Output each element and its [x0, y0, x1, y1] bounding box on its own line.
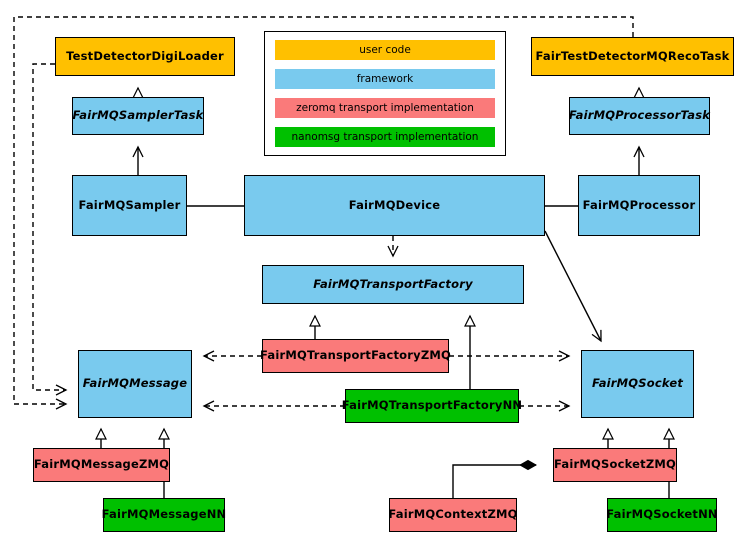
edge-contextzmq-socketzmq [452, 465, 536, 498]
class-node-label: FairMQTransportFactory [313, 276, 473, 291]
class-node-fairmqdevice[interactable]: FairMQDevice [244, 175, 545, 236]
class-node-label: FairMQSocketZMQ [554, 457, 676, 472]
class-node-label: FairMQSocket [591, 376, 684, 391]
class-node-fairmqprocessor[interactable]: FairMQProcessor [578, 175, 700, 236]
legend-label-zeromq: zeromq transport implementation [296, 102, 474, 114]
class-node-label: FairMQContextZMQ [388, 507, 518, 522]
legend-label-nanomsg: nanomsg transport implementation [291, 131, 479, 143]
class-node-fairmqmessagezmq[interactable]: FairMQMessageZMQ [33, 448, 170, 482]
legend-label-user-code: user code [359, 44, 411, 56]
class-node-label: FairMQSamplerTask [72, 108, 204, 123]
class-node-label: FairMQMessage [82, 376, 188, 391]
class-node-fairmqprocessortask[interactable]: FairMQProcessorTask [569, 97, 710, 135]
legend-item-framework: framework [275, 69, 495, 89]
class-node-fairmqmessage[interactable]: FairMQMessage [78, 350, 192, 418]
legend-label-framework: framework [356, 73, 414, 85]
class-node-fairmqmessagenn[interactable]: FairMQMessageNN [102, 498, 226, 532]
legend-item-zeromq: zeromq transport implementation [275, 98, 495, 118]
class-node-fairmqsamplertask[interactable]: FairMQSamplerTask [72, 97, 204, 135]
class-node-label: FairMQProcessor [582, 197, 696, 212]
class-node-label: FairTestDetectorMQRecoTask [535, 48, 730, 63]
class-node-fairmqsocketnn[interactable]: FairMQSocketNN [606, 498, 718, 532]
class-node-fairmqtransportfactory[interactable]: FairMQTransportFactory [262, 265, 524, 304]
class-node-fairmqsocketzmq[interactable]: FairMQSocketZMQ [553, 448, 677, 482]
class-node-fairmqtransportfactorynn[interactable]: FairMQTransportFactoryNN [342, 389, 522, 423]
class-node-fairmqsocket[interactable]: FairMQSocket [581, 350, 694, 418]
class-node-label: FairMQSocketNN [606, 507, 718, 522]
edge-digiloader-message [32, 63, 68, 396]
class-node-label: FairMQTransportFactoryNN [341, 398, 523, 413]
class-node-label: FairMQSampler [78, 197, 181, 212]
class-node-label: FairMQMessageNN [101, 507, 227, 522]
class-node-label: TestDetectorDigiLoader [66, 48, 224, 63]
class-node-fairmqsampler[interactable]: FairMQSampler [72, 175, 187, 236]
legend-item-user-code: user code [275, 40, 495, 60]
legend-box: user code framework zeromq transport imp… [264, 31, 506, 156]
class-node-fairmqtransportfactoryzmq[interactable]: FairMQTransportFactoryZMQ [260, 339, 451, 373]
class-node-testdetectordigiloader[interactable]: TestDetectorDigiLoader [55, 37, 235, 76]
edge-device-socket [544, 230, 602, 343]
class-node-fairtestdetectormqrecotask[interactable]: FairTestDetectorMQRecoTask [531, 37, 734, 76]
class-node-label: FairMQProcessorTask [568, 108, 711, 123]
class-node-fairmqcontextzmq[interactable]: FairMQContextZMQ [388, 498, 517, 532]
legend-item-nanomsg: nanomsg transport implementation [275, 127, 495, 147]
edge-recotask-message [13, 16, 634, 410]
class-node-label: FairMQDevice [348, 197, 441, 212]
class-node-label: FairMQTransportFactoryZMQ [260, 348, 452, 363]
class-node-label: FairMQMessageZMQ [33, 457, 170, 472]
